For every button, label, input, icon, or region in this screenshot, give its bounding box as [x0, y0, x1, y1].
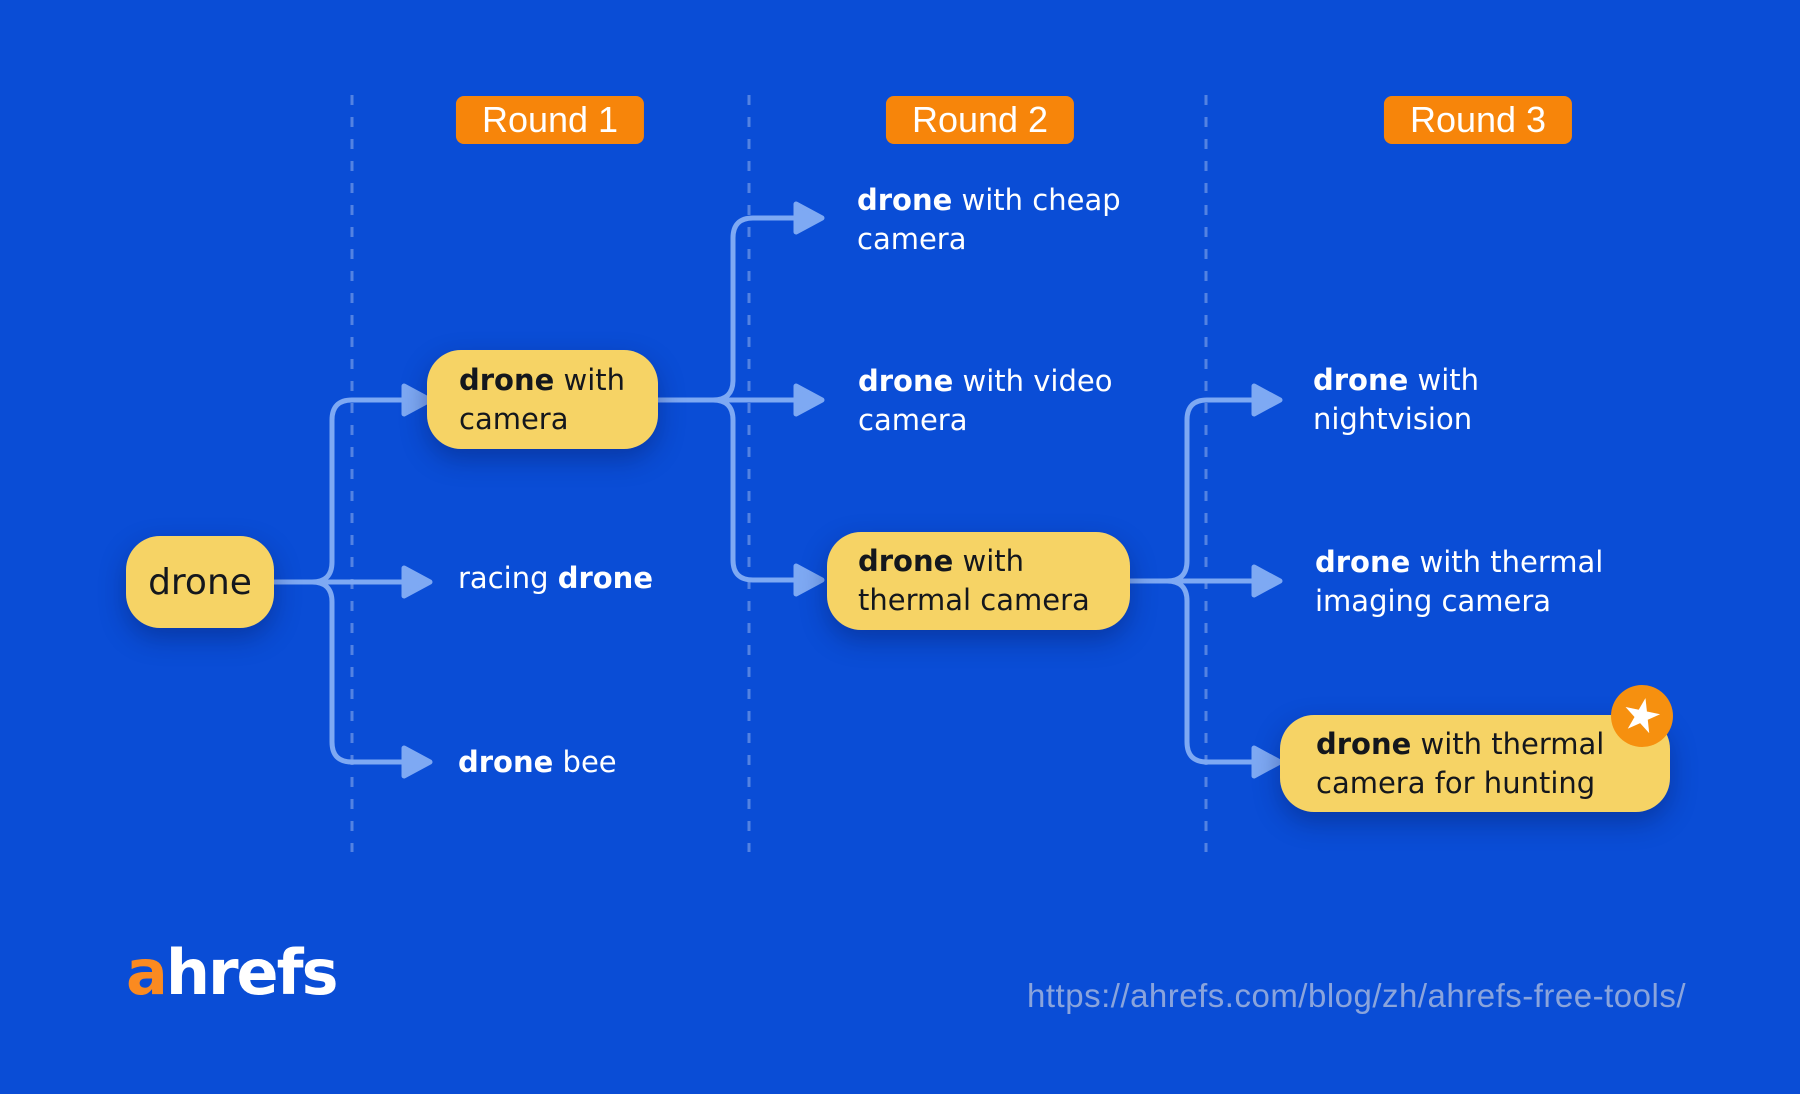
logo-accent-letter: a [126, 936, 168, 1009]
node-label-suffix: with thermal camera [858, 544, 1090, 617]
node-drone-with-thermal-camera-for-hunting: drone with thermal camera for hunting [1280, 715, 1670, 812]
label-drone-bee: drone bee [458, 743, 617, 782]
label-suffix: with cheap camera [857, 183, 1121, 256]
connector-path [1127, 578, 1256, 765]
connector-group [271, 215, 1256, 765]
label-keyword: drone [458, 745, 554, 779]
arrowhead-icon [1251, 383, 1283, 417]
connector-path [1127, 397, 1256, 584]
label-drone-with-cheap-camera: drone with cheap camera [857, 181, 1121, 259]
arrowhead-icon [793, 201, 825, 235]
label-suffix: with video camera [858, 364, 1113, 437]
label-drone-with-thermal-imaging-camera: drone with thermal imaging camera [1315, 543, 1603, 621]
arrowhead-icon [793, 383, 825, 417]
arrowheads [401, 201, 1283, 779]
node-label-keyword: drone [858, 544, 954, 578]
arrowhead-icon [1251, 745, 1283, 779]
connector-path [271, 397, 406, 585]
logo-rest: hrefs [165, 936, 339, 1009]
ahrefs-logo: ahrefs [126, 942, 338, 1004]
node-label-suffix: with camera [459, 362, 626, 436]
connector-path [655, 397, 798, 583]
label-suffix: bee [553, 745, 617, 779]
connector-path [271, 579, 406, 765]
label-keyword: drone [1313, 363, 1409, 397]
arrowhead-icon [1251, 564, 1283, 598]
label-suffix: with nightvision [1313, 363, 1480, 436]
winner-star-badge: ★ [1611, 684, 1673, 747]
label-keyword: drone [1315, 545, 1411, 579]
arrowhead-icon [401, 383, 433, 417]
label-drone-with-video-camera: drone with video camera [858, 362, 1113, 440]
label-keyword: drone [858, 364, 954, 398]
label-suffix: with thermal imaging camera [1315, 545, 1604, 618]
round-3-badge: Round 3 [1383, 96, 1573, 144]
arrowhead-icon [793, 563, 825, 597]
node-label-keyword: drone [459, 362, 555, 397]
label-prefix: racing [458, 561, 558, 595]
label-keyword: drone [557, 561, 654, 595]
node-label: drone [148, 561, 252, 603]
round-2-badge: Round 2 [885, 96, 1075, 144]
label-drone-with-nightvision: drone with nightvision [1313, 361, 1479, 439]
star-icon: ★ [1616, 684, 1668, 746]
label-keyword: drone [857, 183, 953, 217]
connector-path [655, 215, 798, 403]
node-label-keyword: drone [1316, 726, 1412, 761]
node-drone-with-thermal-camera: drone with thermal camera [827, 532, 1130, 630]
source-url: https://ahrefs.com/blog/zh/ahrefs-free-t… [1027, 977, 1686, 1014]
arrowhead-icon [401, 565, 433, 599]
label-racing-drone: racing drone [458, 559, 653, 598]
node-drone-with-camera: drone with camera [427, 350, 658, 449]
column-dividers [350, 95, 1208, 852]
node-label-suffix: with thermal camera for hunting [1316, 726, 1605, 800]
arrowhead-icon [401, 745, 433, 779]
node-drone-root: drone [126, 536, 274, 628]
round-1-badge: Round 1 [455, 96, 645, 144]
